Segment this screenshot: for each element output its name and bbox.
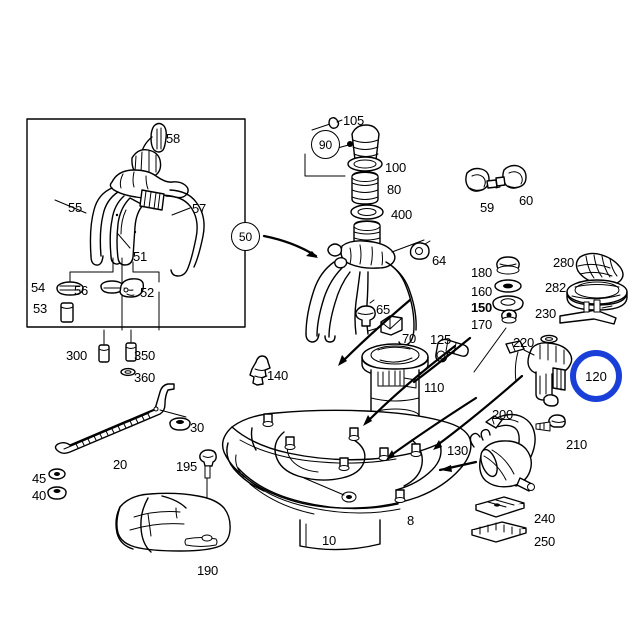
part-195-bolt bbox=[199, 449, 217, 538]
part-45-washer bbox=[48, 468, 66, 480]
central-filler-assembly bbox=[305, 220, 431, 347]
part-label-195: 195 bbox=[176, 459, 198, 474]
part-label-350: 350 bbox=[134, 348, 156, 363]
part-100-seal-ring bbox=[347, 156, 383, 172]
callout-circle-50[interactable]: 50 bbox=[231, 222, 260, 251]
part-180-lock-nut bbox=[496, 256, 520, 275]
part-label-55: 55 bbox=[68, 200, 83, 215]
part-label-160: 160 bbox=[471, 284, 493, 299]
part-label-170: 170 bbox=[471, 317, 493, 332]
part-label-20: 20 bbox=[113, 457, 128, 472]
part-label-190: 190 bbox=[197, 563, 219, 578]
part-label-45: 45 bbox=[32, 471, 47, 486]
part-60-hose-clamp bbox=[495, 164, 527, 189]
part-label-57: 57 bbox=[192, 201, 207, 216]
part-label-51: 51 bbox=[133, 249, 148, 264]
part-label-150: 150 bbox=[471, 300, 493, 315]
part-label-8: 8 bbox=[407, 513, 415, 528]
part-105-cap-tether bbox=[311, 117, 343, 131]
part-label-59: 59 bbox=[480, 200, 495, 215]
tank-leader-arrows bbox=[338, 298, 524, 460]
part-300-pin bbox=[98, 329, 110, 363]
part-label-53: 53 bbox=[33, 301, 48, 316]
part-label-110: 110 bbox=[424, 380, 445, 395]
tank-studs bbox=[262, 413, 422, 503]
part-label-80: 80 bbox=[387, 182, 402, 197]
callout-90-label: 90 bbox=[318, 137, 333, 152]
part-label-230: 230 bbox=[535, 306, 557, 321]
part-280-corrugated-cover bbox=[575, 252, 624, 287]
part-250-clip-rail bbox=[471, 521, 527, 543]
part-282-gasket-ring bbox=[566, 279, 628, 311]
part-label-56: 56 bbox=[74, 283, 89, 298]
part-label-125: 125 bbox=[430, 332, 452, 347]
part-label-210: 210 bbox=[566, 437, 588, 452]
part-label-70: 70 bbox=[402, 331, 417, 346]
part-240-mounting-plate bbox=[475, 496, 525, 518]
part-label-54: 54 bbox=[31, 280, 46, 295]
part-label-30: 30 bbox=[190, 420, 205, 435]
part-52-clamp bbox=[119, 278, 145, 298]
part-label-280: 280 bbox=[553, 255, 575, 270]
part-label-64: 64 bbox=[432, 253, 447, 268]
part-label-282: 282 bbox=[545, 280, 567, 295]
part-360-seal bbox=[120, 367, 136, 377]
part-51-filler-neck-assembly bbox=[89, 148, 205, 277]
part-350-pin bbox=[125, 329, 137, 362]
part-160-washer bbox=[494, 279, 522, 293]
part-220-o-ring bbox=[540, 334, 558, 344]
callout-120-label: 120 bbox=[585, 368, 607, 384]
part-130-fuel-filter bbox=[438, 428, 535, 492]
part-label-60: 60 bbox=[519, 193, 534, 208]
arrow-50-to-assembly bbox=[262, 234, 318, 258]
part-label-40: 40 bbox=[32, 488, 47, 503]
part-30-grommet bbox=[169, 417, 191, 431]
part-190-heat-shield bbox=[115, 492, 231, 553]
part-label-105: 105 bbox=[343, 113, 365, 128]
part-label-52: 52 bbox=[140, 285, 155, 300]
part-label-220: 220 bbox=[513, 335, 535, 350]
part-54-clamp-ring bbox=[56, 281, 84, 296]
leader-150-group bbox=[473, 327, 507, 373]
part-label-250: 250 bbox=[534, 534, 556, 549]
callout-50-label: 50 bbox=[238, 229, 253, 244]
part-label-360: 360 bbox=[134, 370, 156, 385]
inset-leader-lines bbox=[54, 199, 191, 331]
part-label-300: 300 bbox=[66, 348, 88, 363]
part-label-400: 400 bbox=[391, 207, 413, 222]
part-label-130: 130 bbox=[447, 443, 469, 458]
part-150-sealing-ring bbox=[492, 295, 524, 312]
part-40-bushing bbox=[47, 486, 67, 500]
part-label-100: 100 bbox=[385, 160, 407, 175]
part-210-bolt bbox=[535, 414, 566, 432]
callout-circle-120-highlighted[interactable]: 120 bbox=[570, 350, 622, 402]
part-80-bellows bbox=[351, 171, 379, 205]
part-label-140: 140 bbox=[267, 368, 289, 383]
part-label-65: 65 bbox=[376, 302, 391, 317]
part-140-buffer bbox=[249, 355, 271, 386]
part-label-240: 240 bbox=[534, 511, 556, 526]
part-59-hose-clamp bbox=[465, 167, 501, 192]
part-120-fuel-level-sender bbox=[505, 340, 573, 407]
part-400-ring bbox=[350, 204, 384, 220]
part-230-retaining-clip bbox=[559, 299, 617, 325]
part-10-fuel-tank bbox=[221, 409, 472, 551]
callout-circle-90[interactable]: 90 bbox=[311, 130, 340, 159]
part-20-retaining-strap bbox=[54, 383, 187, 454]
part-170-nut bbox=[501, 309, 517, 324]
part-53-pin bbox=[60, 302, 74, 323]
part-label-180: 180 bbox=[471, 265, 493, 280]
part-label-10: 10 bbox=[322, 533, 337, 548]
part-label-58: 58 bbox=[166, 131, 181, 146]
part-label-200: 200 bbox=[492, 407, 514, 422]
